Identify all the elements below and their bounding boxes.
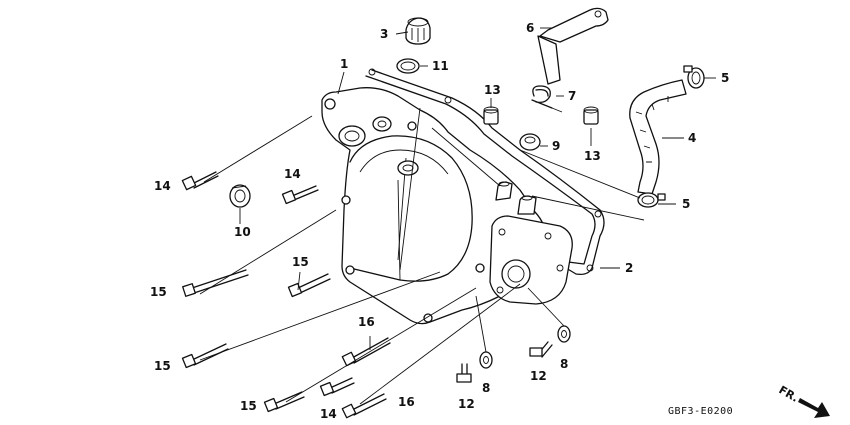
collar-part-13b [583,106,599,125]
callout-5-upper: 5 [721,71,729,85]
hose-clamp-upper [683,65,705,89]
drawing-code: GBF3-E0200 [668,406,733,417]
callout-12-left: 12 [458,397,475,411]
bolt-14-mid [281,185,319,205]
oil-seal-part [229,184,251,208]
bolt-14-lower [319,377,355,397]
bolt-16-lower [341,393,387,419]
callout-11: 11 [432,59,449,73]
front-label: FR. [777,383,801,404]
collar-part-13a [483,106,499,125]
callout-6: 6 [526,21,534,35]
bolt-14-upper [181,171,219,191]
bolt-16-upper [341,337,391,367]
seal-part-9 [519,133,541,151]
oil-filler-cap-part [405,17,431,45]
hose-clamp-lower [637,192,666,208]
callout-16-lower: 16 [398,395,415,409]
callout-9: 9 [552,139,560,153]
spring-part [531,85,563,113]
bolt-15-lower [181,343,229,369]
lever-part [537,7,609,85]
callout-13-right: 13 [584,149,601,163]
front-direction-indicator: FR. [777,383,830,418]
callout-13-left: 13 [484,83,501,97]
callout-15-mid: 15 [292,255,309,269]
callout-1: 1 [340,57,348,71]
leader-lines [199,27,716,405]
callout-15-bottom: 15 [240,399,257,413]
washer-8-right [557,325,571,343]
bolt-12-left [456,363,472,383]
callout-15-lower: 15 [154,359,171,373]
bolt-12-right [529,341,553,358]
callout-14-upper: 14 [154,179,171,193]
bolt-15-bottom [263,391,305,413]
crankcase-cover-part [321,87,573,325]
water-hose-part [629,79,687,195]
washer-8-left [479,351,493,369]
callout-15-upper: 15 [150,285,167,299]
front-arrow-icon [798,398,830,418]
callout-5-lower: 5 [682,197,690,211]
callout-labels: 1 2 3 4 5 5 6 7 8 8 9 10 11 12 12 13 13 … [150,21,729,421]
o-ring-part [396,58,420,74]
callout-4: 4 [688,131,696,145]
callout-10: 10 [234,225,251,239]
callout-3: 3 [380,27,388,41]
callout-7: 7 [568,89,576,103]
bolt-15-mid [287,273,331,298]
callout-16-upper: 16 [358,315,375,329]
bolt-15-upper [182,269,249,297]
callout-14-mid: 14 [284,167,301,181]
callout-8-left: 8 [482,381,490,395]
callout-8-right: 8 [560,357,568,371]
callout-12-right: 12 [530,369,547,383]
callout-2: 2 [625,261,633,275]
callout-14-lower: 14 [320,407,337,421]
